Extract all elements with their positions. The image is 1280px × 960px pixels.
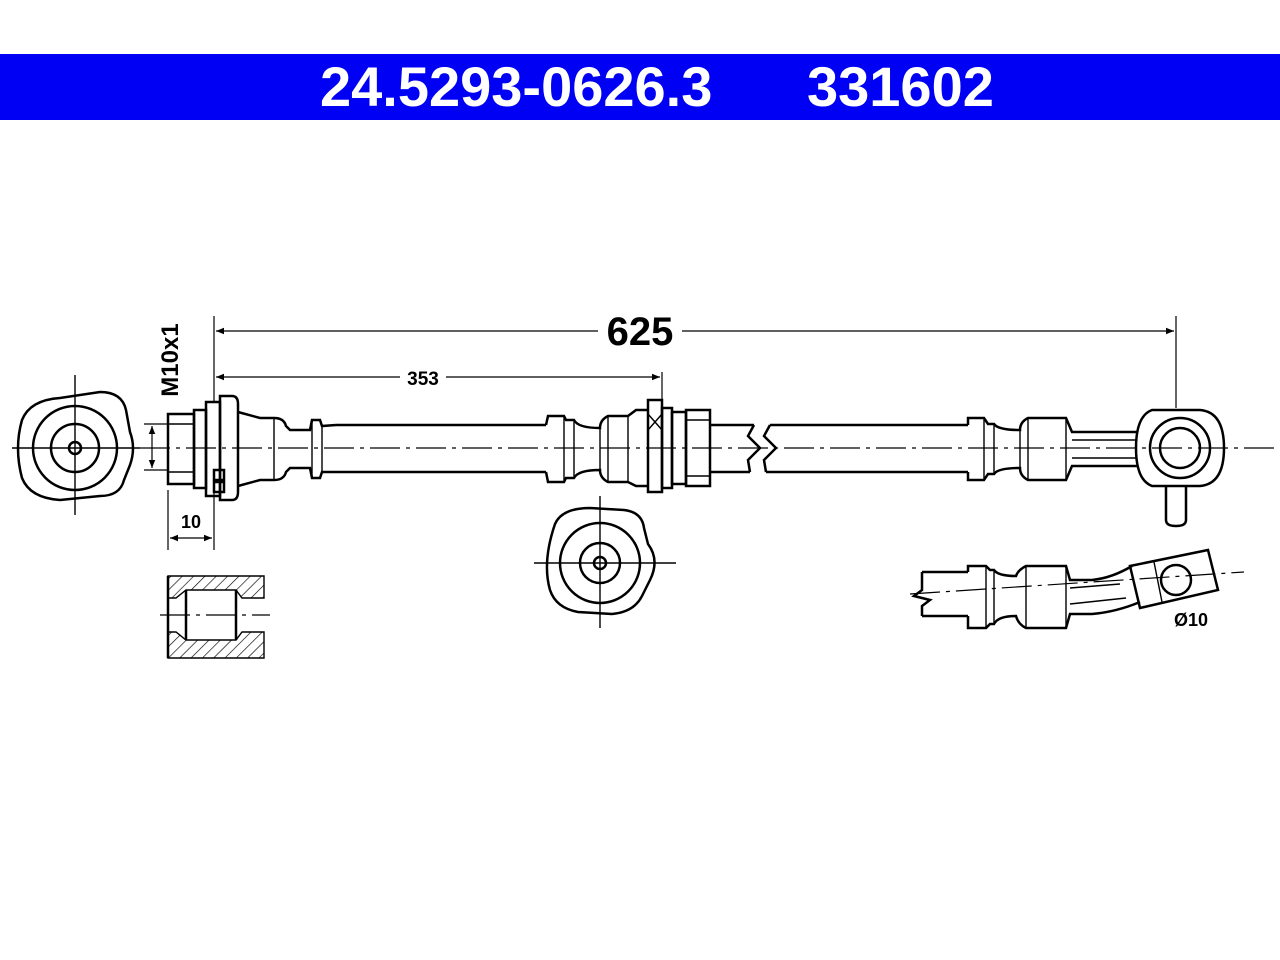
reference-number: 331602 <box>807 55 994 118</box>
middle-end-view <box>534 496 676 628</box>
hose-side-view <box>140 394 1275 528</box>
article-number: 24.5293-0626.3 <box>320 55 713 118</box>
thread-label: M10x1 <box>157 323 184 396</box>
thread-section-view <box>160 575 270 659</box>
partial-length-label: 353 <box>407 369 439 390</box>
eye-detail-view <box>909 548 1245 630</box>
thread-depth-label: 10 <box>181 512 201 532</box>
header-bar: 24.5293-0626.3 331602 <box>0 54 1280 120</box>
left-end-view <box>12 375 140 515</box>
dimension-lines <box>144 316 1177 550</box>
total-length-label: 625 <box>607 310 674 354</box>
eye-diameter-label: Ø10 <box>1174 610 1208 630</box>
